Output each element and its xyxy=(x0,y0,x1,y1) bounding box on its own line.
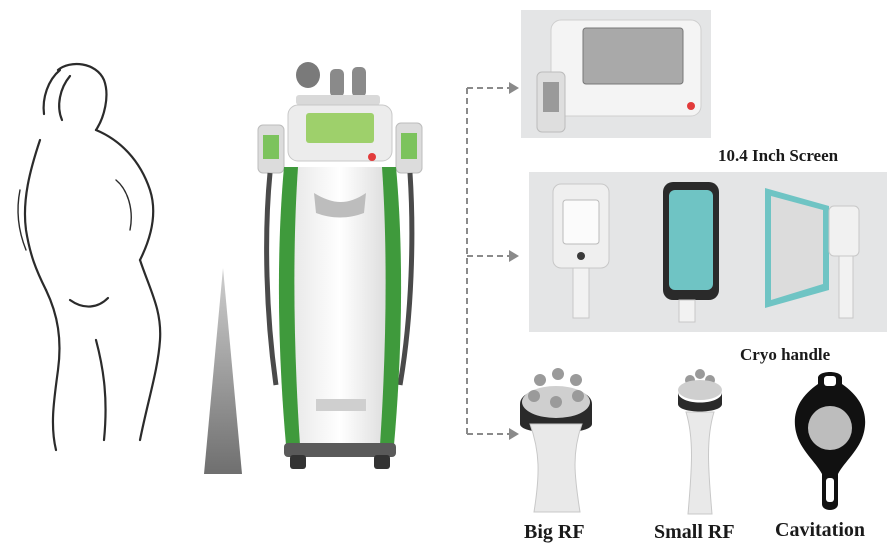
gradient-triangle-icon xyxy=(204,268,242,474)
cavitation-handle-icon xyxy=(788,370,872,512)
small-rf-handle-icon xyxy=(664,368,736,520)
body-silhouette-sketch-icon xyxy=(0,40,190,480)
screen-label: 10.4 Inch Screen xyxy=(718,146,839,165)
cryo-handle-panel xyxy=(529,172,887,332)
small-rf-label: Small RF xyxy=(654,521,735,543)
big-rf-label: Big RF xyxy=(524,521,585,543)
screen-panel xyxy=(521,10,711,138)
cryolipolysis-machine-icon xyxy=(244,55,436,475)
big-rf-handle-icon xyxy=(500,362,612,520)
dashed-arrow-icon xyxy=(455,60,525,450)
cryo-handle-label: Cryo handle xyxy=(740,345,831,364)
cavitation-label: Cavitation xyxy=(775,519,865,541)
